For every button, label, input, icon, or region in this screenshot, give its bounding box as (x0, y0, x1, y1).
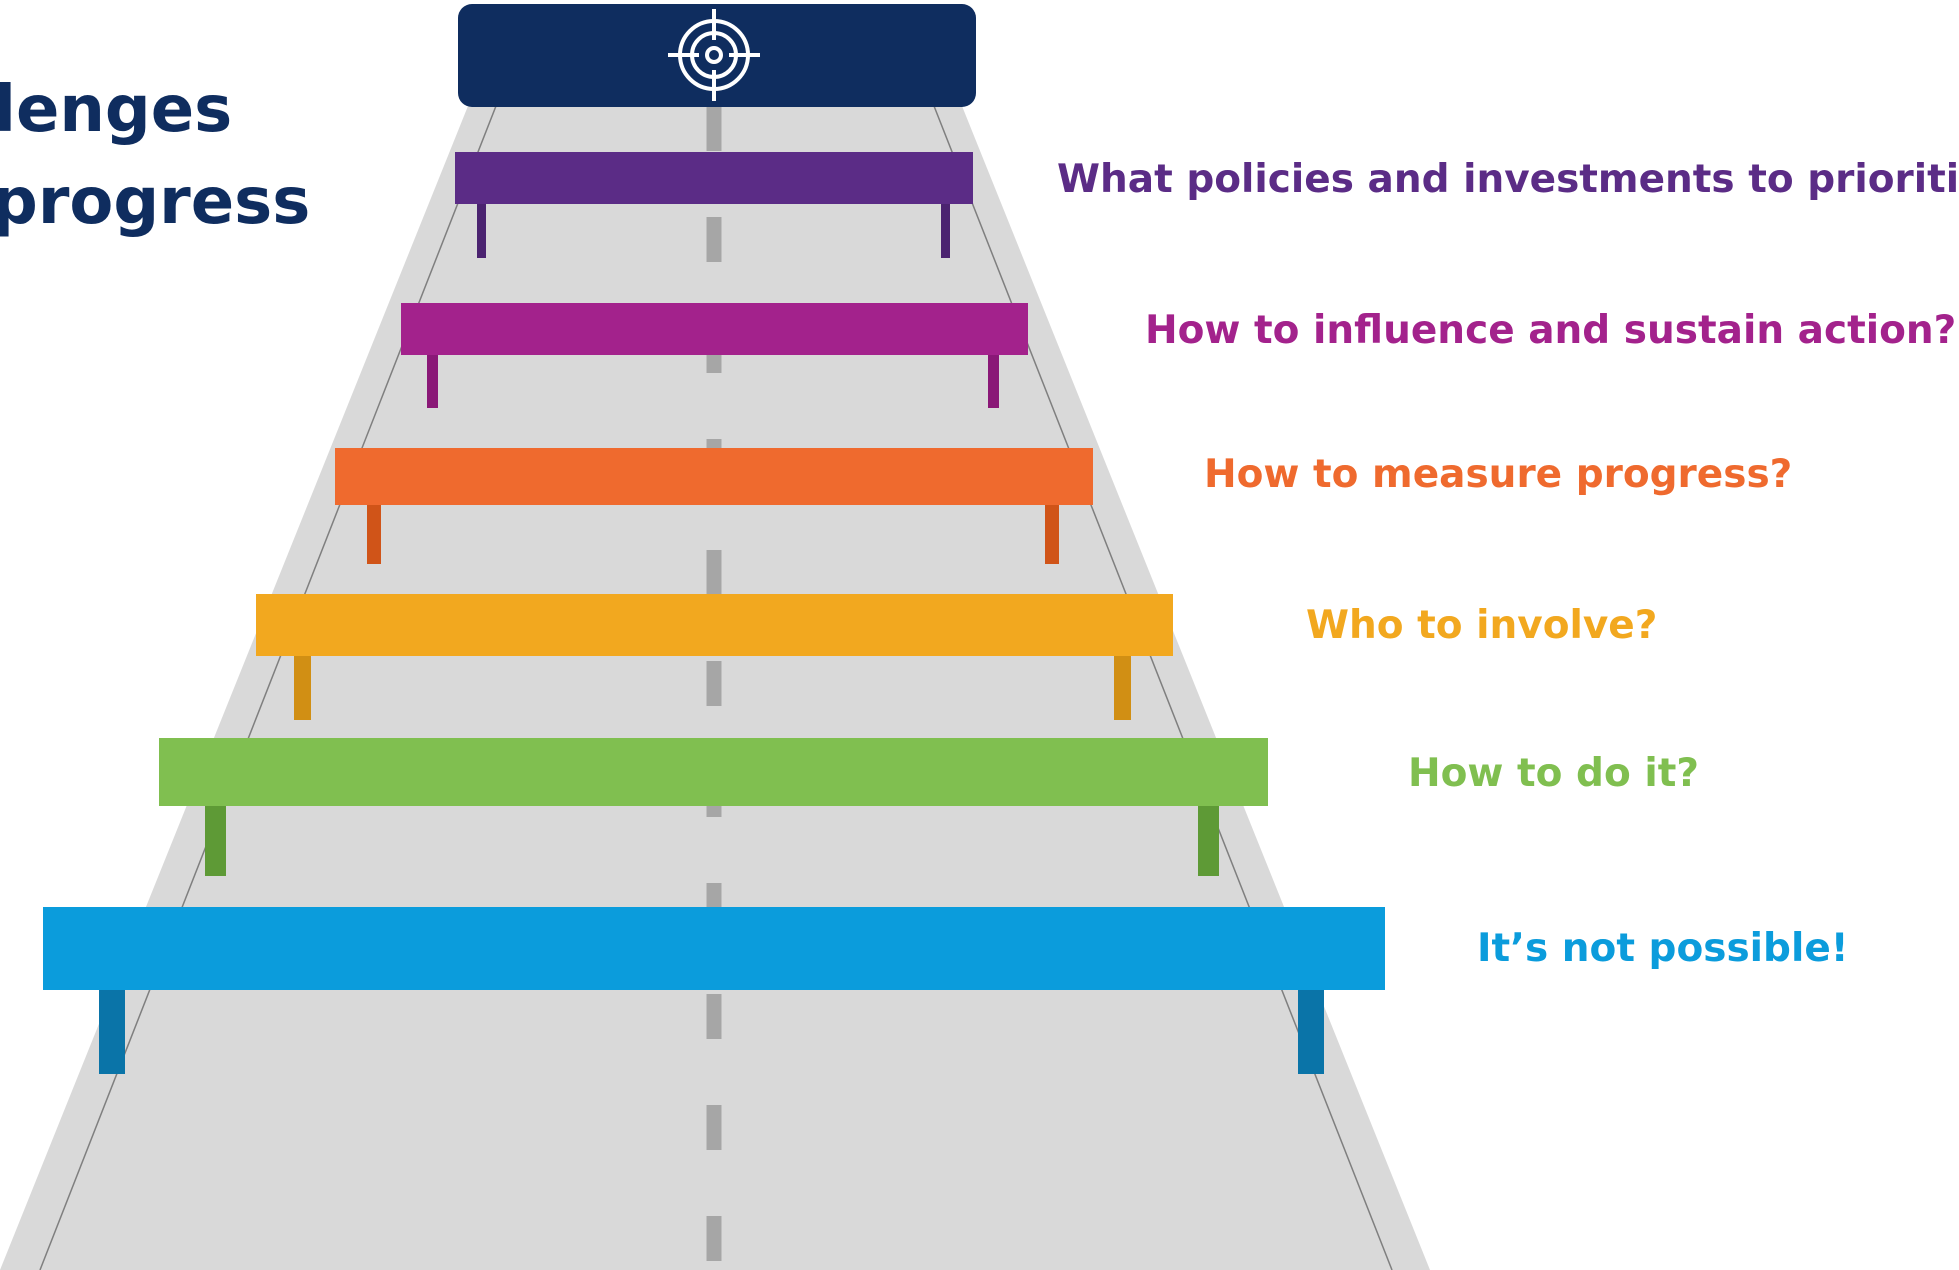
page-title-line-1: lenges (0, 73, 233, 147)
hurdle-1-label: What policies and investments to priorit… (1057, 157, 1959, 202)
hurdle-6-right-leg (1298, 990, 1324, 1074)
hurdle-2 (401, 303, 1028, 408)
hurdle-2-right-leg (988, 355, 999, 408)
hurdle-6-bar (43, 907, 1385, 990)
hurdle-2-label: How to influence and sustain action? (1145, 308, 1957, 353)
hurdle-1 (455, 152, 973, 258)
hurdle-5-right-leg (1198, 806, 1219, 876)
hurdle-6-left-leg (99, 990, 125, 1074)
hurdle-5-label: How to do it? (1408, 751, 1699, 796)
hurdle-1-left-leg (477, 204, 486, 258)
hurdle-3-label: How to measure progress? (1204, 452, 1793, 497)
road-left-edge-line (39, 105, 497, 1270)
hurdle-3-right-leg (1045, 505, 1059, 564)
hurdle-6 (43, 907, 1385, 1074)
hurdle-4-bar (256, 594, 1173, 656)
hurdle-4-right-leg (1114, 656, 1131, 720)
hurdle-5 (159, 738, 1268, 876)
target-icon (668, 9, 760, 101)
hurdle-6-label: It’s not possible! (1477, 926, 1849, 971)
goal-sign (458, 4, 976, 107)
hurdle-3-left-leg (367, 505, 381, 564)
hurdle-1-bar (455, 152, 973, 204)
page-title-line-2: progress (0, 165, 311, 239)
hurdle-2-bar (401, 303, 1028, 355)
hurdle-4-label: Who to involve? (1306, 603, 1658, 648)
hurdle-5-bar (159, 738, 1268, 806)
hurdle-4-left-leg (294, 656, 311, 720)
hurdle-5-left-leg (205, 806, 226, 876)
hurdle-3 (335, 448, 1093, 564)
road-right-edge-line (933, 105, 1393, 1270)
hurdle-4 (256, 594, 1173, 720)
hurdle-3-bar (335, 448, 1093, 505)
hurdle-1-right-leg (941, 204, 950, 258)
hurdle-2-left-leg (427, 355, 438, 408)
